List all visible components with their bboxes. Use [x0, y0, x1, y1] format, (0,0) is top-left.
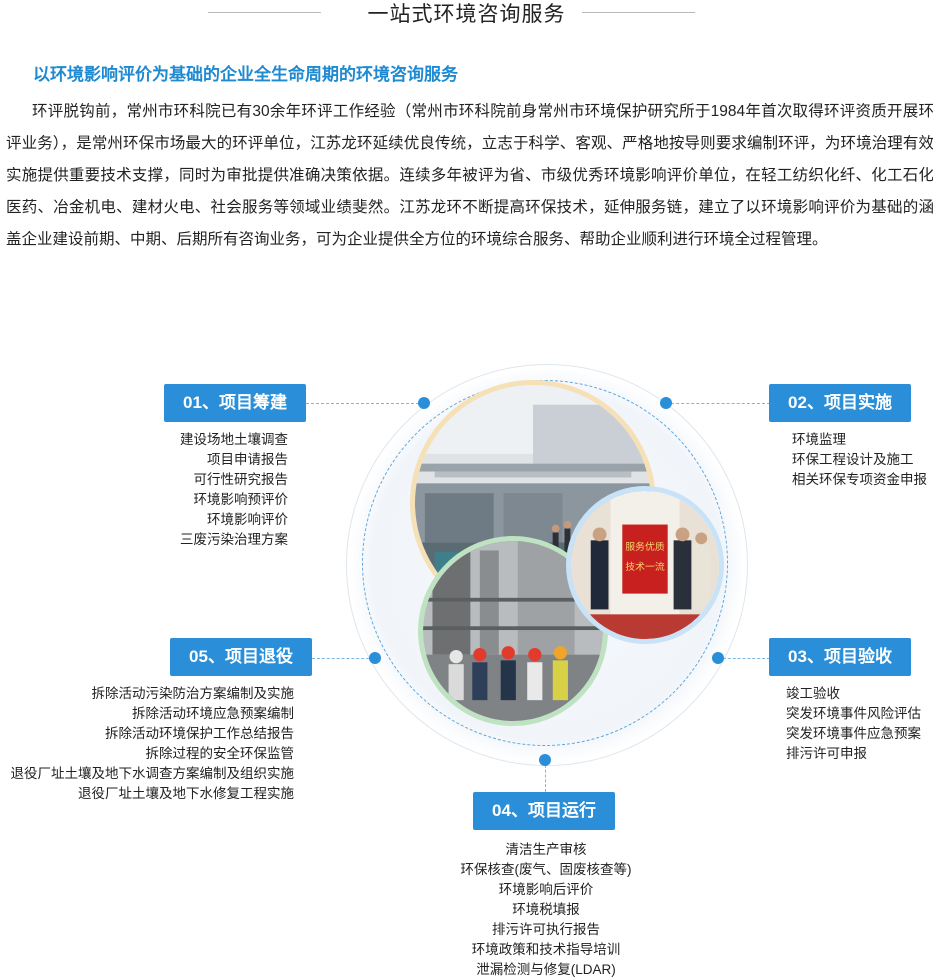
connector-04 [545, 760, 546, 792]
stage-03-button[interactable]: 03、项目验收 [769, 638, 911, 676]
list-item: 突发环境事件风险评估 [786, 706, 921, 721]
stage-04-button[interactable]: 04、项目运行 [473, 792, 615, 830]
stage-05-button[interactable]: 05、项目退役 [170, 638, 312, 676]
list-item: 相关环保专项资金申报 [792, 472, 927, 487]
list-item: 排污许可申报 [786, 746, 867, 761]
banner-line2: 技术一流 [625, 560, 665, 573]
connector-03 [718, 658, 770, 659]
list-item: 环境影响预评价 [193, 492, 289, 507]
list-item: 拆除活动环境应急预案编制 [132, 706, 294, 721]
stage-02-button[interactable]: 02、项目实施 [769, 384, 911, 422]
node-02 [660, 397, 672, 409]
node-05 [369, 652, 381, 664]
list-item: 环境影响后评价 [498, 882, 594, 897]
list-item: 环境政策和技术指导培训 [471, 942, 621, 957]
stage-01-button[interactable]: 01、项目筹建 [164, 384, 306, 422]
list-item: 拆除活动环境保护工作总结报告 [105, 726, 294, 741]
list-item: 环保核查(废气、固废核查等) [460, 862, 632, 877]
stage-01-list: 建设场地土壤调查 项目申请报告 可行性研究报告 环境影响预评价 环境影响评价 三… [110, 430, 288, 550]
list-item: 环境监理 [792, 432, 846, 447]
list-item: 环保工程设计及施工 [792, 452, 914, 467]
photo-award-banner: 服务优质 技术一流 [566, 486, 724, 644]
list-item: 建设场地土壤调查 [180, 432, 288, 447]
list-item: 退役厂址土壤及地下水修复工程实施 [78, 786, 294, 801]
list-item: 可行性研究报告 [193, 472, 289, 487]
stage-02-list: 环境监理 环保工程设计及施工 相关环保专项资金申报 [792, 430, 932, 490]
list-item: 环境税填报 [512, 902, 580, 917]
photo-site-visit [418, 536, 608, 726]
service-lifecycle-diagram: 服务优质 技术一流 01、项目筹建 建设场地土壤调查 项目申请报告 可行性研究报… [0, 340, 933, 979]
list-item: 项目申请报告 [207, 452, 288, 467]
stage-04-list: 清洁生产审核 环保核查(废气、固废核查等) 环境影响后评价 环境税填报 排污许可… [426, 840, 666, 980]
intro-paragraph: 环评脱钩前，常州市环科院已有30余年环评工作经验（常州市环科院前身常州市环境保护… [6, 103, 933, 248]
stage-03-list: 竣工验收 突发环境事件风险评估 突发环境事件应急预案 排污许可申报 [786, 684, 932, 764]
list-item: 退役厂址土壤及地下水调查方案编制及组织实施 [10, 766, 295, 781]
connector-02 [666, 403, 770, 404]
list-item: 突发环境事件应急预案 [786, 726, 921, 741]
list-item: 竣工验收 [786, 686, 840, 701]
list-item: 三废污染治理方案 [180, 532, 288, 547]
node-03 [712, 652, 724, 664]
list-item: 环境影响评价 [207, 512, 288, 527]
node-04 [539, 754, 551, 766]
section-header: 一站式环境咨询服务 [0, 0, 933, 28]
title-divider-left [208, 12, 321, 13]
connector-05 [312, 658, 374, 659]
connector-01 [306, 403, 424, 404]
node-01 [418, 397, 430, 409]
list-item: 清洁生产审核 [505, 842, 587, 857]
page-title: 一站式环境咨询服务 [367, 3, 566, 26]
list-item: 泄漏检测与修复(LDAR) [476, 962, 616, 977]
title-divider-right [582, 12, 695, 13]
stage-05-list: 拆除活动污染防治方案编制及实施 拆除活动环境应急预案编制 拆除活动环境保护工作总… [0, 684, 295, 804]
list-item: 排污许可执行报告 [492, 922, 600, 937]
list-item: 拆除过程的安全环保监管 [145, 746, 295, 761]
list-item: 拆除活动污染防治方案编制及实施 [91, 686, 295, 701]
section-subtitle: 以环境影响评价为基础的企业全生命周期的环境咨询服务 [33, 65, 458, 84]
banner-line1: 服务优质 [625, 540, 665, 553]
